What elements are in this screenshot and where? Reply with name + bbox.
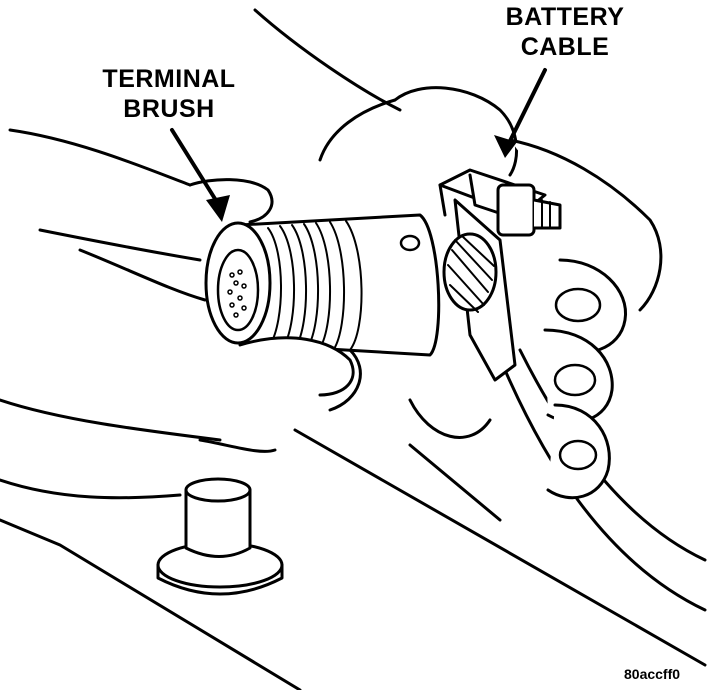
battery-post bbox=[156, 477, 284, 596]
callout-arrows bbox=[170, 68, 547, 212]
terminal-brush-label-line2: BRUSH bbox=[123, 95, 215, 123]
battery-cable-leader bbox=[506, 68, 547, 147]
left-thumb bbox=[238, 336, 355, 397]
battery-cable-label-line2: CABLE bbox=[520, 33, 610, 61]
battery-cable-label: BATTERY CABLE bbox=[480, 2, 650, 62]
terminal-brush-leader bbox=[170, 128, 224, 212]
battery-cable-label-line1: BATTERY bbox=[505, 3, 625, 31]
wire-brush-bristles bbox=[442, 232, 498, 313]
terminal-brush-arrowhead bbox=[206, 195, 230, 222]
terminal-brush-label: TERMINAL BRUSH bbox=[84, 64, 254, 124]
battery-case bbox=[0, 428, 707, 690]
right-hand bbox=[253, 8, 663, 500]
terminal-brush bbox=[204, 213, 441, 357]
battery-cable-arrowhead bbox=[494, 135, 517, 158]
terminal-brush-label-line1: TERMINAL bbox=[102, 65, 236, 93]
figure-code: 80accff0 bbox=[624, 666, 681, 682]
